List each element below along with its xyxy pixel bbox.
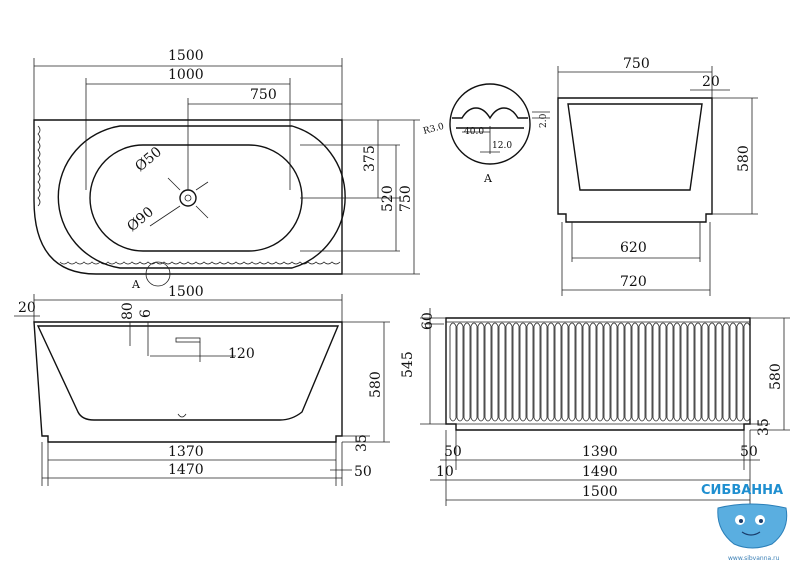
dim-front-drain-h1: 80 bbox=[120, 302, 136, 320]
label-detail-marker: A bbox=[131, 278, 141, 291]
logo-brand: СИБВАННА bbox=[701, 483, 783, 498]
logo-url: www.sibvanna.ru bbox=[728, 555, 780, 562]
detail-a: R3.0 40.0 12.0 2.0 A bbox=[422, 83, 550, 185]
flute bbox=[729, 322, 737, 422]
flute bbox=[603, 322, 611, 422]
dim-fluted-panel-height: 545 bbox=[400, 351, 416, 378]
flute bbox=[708, 322, 716, 422]
flute bbox=[722, 322, 730, 422]
logo-tub-icon bbox=[717, 503, 788, 549]
flute bbox=[463, 322, 471, 422]
dim-side-base-outer: 720 bbox=[620, 274, 647, 290]
dim-fluted-base-step: 35 bbox=[756, 418, 772, 436]
dim-fluted-total-length: 1500 bbox=[582, 484, 618, 500]
dim-fluted-right-step: 50 bbox=[740, 444, 758, 460]
flute bbox=[589, 322, 597, 422]
dim-side-top-width: 750 bbox=[623, 56, 650, 72]
flute bbox=[687, 322, 695, 422]
top-view: 1500 1000 750 Ø50 Ø90 A bbox=[33, 48, 420, 291]
flute bbox=[519, 322, 527, 422]
side-view-right: 750 20 580 620 720 bbox=[557, 56, 758, 296]
dim-fluted-inner-length: 1390 bbox=[582, 444, 618, 460]
dim-front-base-inner: 1370 bbox=[168, 444, 204, 460]
dim-front-base-outer: 1470 bbox=[168, 462, 204, 478]
flute bbox=[568, 322, 576, 422]
dim-fluted-left-offset: 10 bbox=[436, 464, 454, 480]
flute bbox=[491, 322, 499, 422]
dim-front-right-step: 50 bbox=[354, 464, 372, 480]
flute bbox=[624, 322, 632, 422]
detail-label: A bbox=[483, 172, 493, 185]
dim-front-base-step: 35 bbox=[354, 434, 370, 452]
detail-radius: R3.0 bbox=[422, 122, 445, 137]
flute bbox=[547, 322, 555, 422]
flute bbox=[582, 322, 590, 422]
flute bbox=[631, 322, 639, 422]
flute bbox=[680, 322, 688, 422]
label-drain-diameter: Ø50 bbox=[132, 144, 165, 175]
flute bbox=[666, 322, 674, 422]
flute bbox=[484, 322, 492, 422]
flute bbox=[512, 322, 520, 422]
dim-front-total-length: 1500 bbox=[168, 284, 204, 300]
dim-front-drain-offset: 120 bbox=[228, 346, 255, 362]
flute bbox=[456, 322, 464, 422]
flute bbox=[477, 322, 485, 422]
dim-front-drain-h2: 6 bbox=[138, 309, 154, 318]
dim-fluted-left-step: 50 bbox=[444, 444, 462, 460]
flute bbox=[673, 322, 681, 422]
dim-top-width-inner: 1000 bbox=[168, 67, 204, 83]
flute bbox=[715, 322, 723, 422]
flute bbox=[694, 322, 702, 422]
dim-side-base-inner: 620 bbox=[620, 240, 647, 256]
dim-fluted-mid-length: 1490 bbox=[582, 464, 618, 480]
front-view-fluted: 60 545 580 35 50 1390 50 10 1490 1500 bbox=[400, 308, 790, 506]
flute bbox=[554, 322, 562, 422]
flute bbox=[470, 322, 478, 422]
flute bbox=[526, 322, 534, 422]
logo: СИБВАННА www.sibvanna.ru bbox=[701, 483, 788, 562]
flute bbox=[617, 322, 625, 422]
detail-pitch: 40.0 bbox=[464, 127, 484, 137]
dim-fluted-height: 580 bbox=[768, 363, 784, 390]
dim-top-width-total: 1500 bbox=[168, 48, 204, 64]
flute bbox=[659, 322, 667, 422]
detail-groove: 12.0 bbox=[492, 141, 512, 151]
flute bbox=[701, 322, 709, 422]
flute bbox=[540, 322, 548, 422]
dim-top-total-depth: 750 bbox=[398, 185, 414, 212]
front-view-left: 1500 20 80 6 120 580 35 1370 1470 50 bbox=[14, 284, 390, 486]
flute bbox=[533, 322, 541, 422]
flute bbox=[561, 322, 569, 422]
flute bbox=[743, 322, 751, 422]
flute bbox=[498, 322, 506, 422]
flute bbox=[610, 322, 618, 422]
detail-depth: 2.0 bbox=[539, 113, 549, 128]
dim-side-rim: 20 bbox=[702, 74, 720, 90]
dim-front-height: 580 bbox=[368, 371, 384, 398]
flute bbox=[505, 322, 513, 422]
dim-side-height: 580 bbox=[736, 145, 752, 172]
flute bbox=[638, 322, 646, 422]
flute bbox=[449, 322, 457, 422]
flute bbox=[575, 322, 583, 422]
dim-front-left-offset: 20 bbox=[18, 300, 36, 316]
dim-top-center: 750 bbox=[250, 87, 277, 103]
flute bbox=[645, 322, 653, 422]
flutes bbox=[449, 322, 751, 422]
flute bbox=[736, 322, 744, 422]
flute bbox=[652, 322, 660, 422]
dim-fluted-top-band: 60 bbox=[420, 312, 436, 330]
dim-top-depth-offset: 375 bbox=[362, 145, 378, 172]
flute bbox=[596, 322, 604, 422]
label-overflow-diameter: Ø90 bbox=[124, 204, 157, 235]
dim-top-basin-width: 520 bbox=[380, 185, 396, 212]
